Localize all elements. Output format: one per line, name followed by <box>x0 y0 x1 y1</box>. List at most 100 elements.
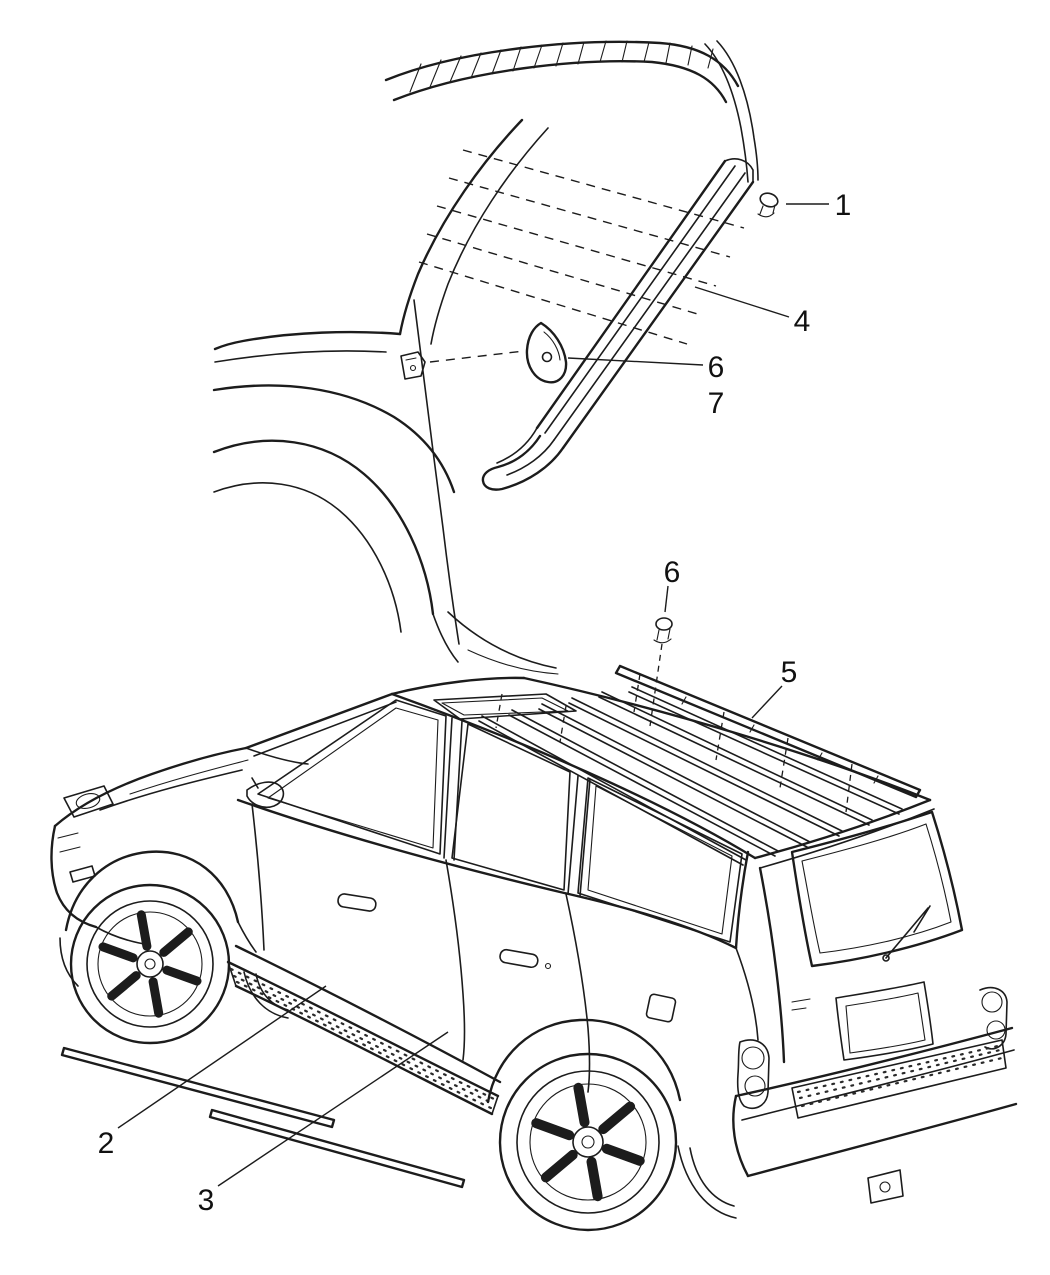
front-wheel <box>69 883 231 1045</box>
body-lower-line <box>432 613 459 663</box>
callout-label-4: 4 <box>794 305 811 338</box>
trailer-hitch <box>867 1169 904 1204</box>
roof-strip-1 <box>478 715 747 866</box>
quarter-to-taillight-line <box>735 947 759 1041</box>
alignment-dashed-lines <box>418 149 745 363</box>
fuel-door <box>645 993 677 1023</box>
left-taillight-lens-2 <box>744 1075 766 1097</box>
right-taillight-lens-1 <box>981 991 1003 1013</box>
right-taillight-housing <box>979 986 1008 1050</box>
right-pillar-edge-2 <box>716 40 759 181</box>
vehicle-rear-three-quarter-view <box>50 617 1018 1232</box>
far-front-wheel <box>243 971 289 1019</box>
callout-label-6-top: 6 <box>708 351 725 384</box>
bracket-outline <box>400 351 426 380</box>
front-hub-cap <box>144 958 156 970</box>
molding-lower-foot <box>481 434 565 491</box>
roof-strip-4 <box>568 697 843 837</box>
rear-wiper-pivot <box>882 954 890 962</box>
hood-edge <box>53 746 248 828</box>
right-pillar-edge-1 <box>704 43 749 183</box>
hood-crease-2 <box>129 759 249 795</box>
roof-molding-grooves <box>478 686 903 866</box>
rear-rim <box>529 1083 647 1201</box>
callouts: 1 4 6 7 6 5 2 3 <box>98 189 852 1217</box>
pillar-bracket <box>400 351 426 380</box>
front-fender-line <box>212 384 456 494</box>
grille-lines <box>57 832 81 853</box>
rear-door-keyhole <box>544 962 552 970</box>
front-door-rear-seam <box>445 859 466 1061</box>
pillar-applique-part-6 <box>525 321 568 384</box>
left-taillight-housing <box>736 1039 770 1110</box>
rear-door-rear-seam <box>565 893 591 1093</box>
leader-line-5 <box>751 685 783 719</box>
roof-molding-tabs <box>681 696 879 784</box>
roof-strip-2 <box>508 709 779 857</box>
molding-foot-inner <box>506 439 555 476</box>
running-board-top <box>226 960 500 1098</box>
sunroof-inner <box>441 697 569 716</box>
door-seam-line <box>413 299 460 645</box>
running-board-texture <box>229 967 498 1111</box>
rear-window-outer <box>790 810 964 968</box>
rear-window-inner <box>801 823 952 954</box>
left-taillight-lens-1 <box>741 1046 765 1070</box>
windshield-header-outer <box>384 40 740 88</box>
rear-wheel-spokes <box>531 1082 645 1202</box>
roof-near-edge <box>390 692 757 860</box>
roof-strip-5 <box>598 691 873 826</box>
callout-label-3: 3 <box>198 1184 215 1217</box>
rear-bumper-top <box>734 1026 1014 1098</box>
a-pillar-inner <box>253 701 397 757</box>
roof-molding-part-5 <box>614 664 922 799</box>
front-rim <box>97 911 203 1017</box>
bumper-step-pad <box>791 1039 1007 1119</box>
front-door-window <box>257 699 447 855</box>
bracket-hole <box>409 364 417 372</box>
cowl-line <box>213 330 402 351</box>
front-tire-outer <box>69 883 231 1045</box>
rear-bumper-left-end <box>732 1094 750 1178</box>
callout-label-2: 2 <box>98 1127 115 1160</box>
rear-hub-cap <box>581 1135 595 1149</box>
clip-head <box>759 192 779 208</box>
side-mirror <box>246 777 285 809</box>
liftgate-badge <box>791 998 811 1011</box>
a-pillar-molding-part-4 <box>481 158 755 491</box>
applique-hole <box>541 351 553 363</box>
wheel-arch-outer <box>212 439 435 616</box>
front-hub <box>136 950 164 978</box>
sill-line-1 <box>447 611 557 669</box>
front-tire-inner <box>86 900 214 1028</box>
leader-line-3 <box>217 1031 449 1187</box>
roof-strip-3 <box>538 703 811 848</box>
header-hatch-marks <box>409 40 714 93</box>
running-board-bottom <box>234 984 494 1116</box>
sunroof-outer <box>433 693 577 720</box>
rear-wiper <box>885 905 931 959</box>
roof-clip-head <box>655 617 673 631</box>
rear-tire-outer <box>498 1052 678 1232</box>
roof-front-edge <box>390 676 526 696</box>
body-side-molding-part-3 <box>208 1108 466 1189</box>
left-taillight <box>736 1039 770 1110</box>
front-valance <box>59 937 79 987</box>
rear-door-window <box>451 723 571 891</box>
callout-label-6-roof: 6 <box>664 556 681 589</box>
leader-line-6-top <box>567 357 704 366</box>
clip-stem <box>757 204 776 218</box>
leader-line-6-roof <box>664 585 669 613</box>
molding-line-3 <box>544 165 736 434</box>
hitch-receiver <box>879 1181 891 1193</box>
leader-line-2 <box>117 985 327 1129</box>
front-door-front-seam <box>251 803 265 951</box>
beltline <box>236 798 738 950</box>
rear-hub <box>572 1126 604 1158</box>
front-door-window-inner <box>267 707 439 849</box>
roof-strip-6 <box>628 686 903 815</box>
front-bumper-face <box>50 824 98 929</box>
far-rear-wheel <box>677 1145 737 1219</box>
front-wheel-spokes <box>98 910 202 1018</box>
